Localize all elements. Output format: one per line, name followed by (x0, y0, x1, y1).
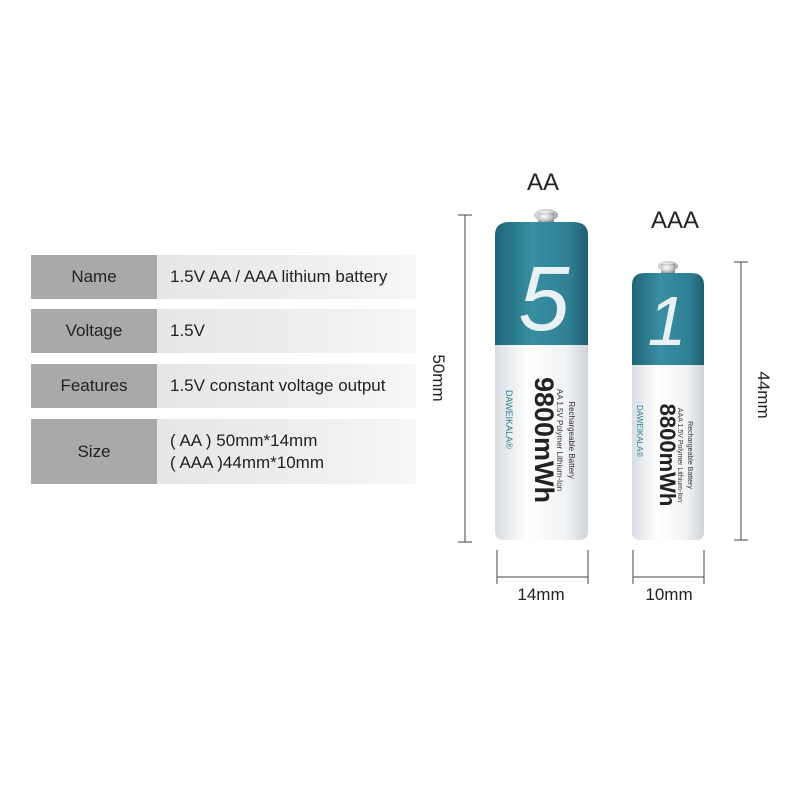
spec-value-line: 1.5V (170, 321, 205, 340)
spec-row-name: Name 1.5V AA / AAA lithium battery (31, 255, 416, 299)
spec-value: 1.5V constant voltage output (157, 364, 416, 408)
aaa-height-dimension (734, 261, 748, 541)
aa-capacity: 9800mWh (529, 377, 559, 503)
aaa-battery-cap-stem (661, 264, 675, 273)
spec-label: Voltage (31, 309, 157, 353)
spec-value: 1.5V (157, 309, 416, 353)
aaa-label-group: 8800mWh DAWEIKALA® AAA 1.5V Polymer Lith… (635, 404, 693, 507)
spec-row-features: Features 1.5V constant voltage output (31, 364, 416, 408)
aa-width-label: 14mm (517, 585, 564, 604)
aa-subtitle: Rechargeable Battery (567, 401, 576, 478)
spec-label: Size (31, 419, 157, 484)
spec-value-line: 1.5V constant voltage output (170, 376, 386, 395)
aaa-battery: 1 8800mWh DAWEIKALA® AAA 1.5V Polymer Li… (632, 207, 704, 540)
aa-width-dimension (496, 550, 589, 584)
aaa-height-label: 44mm (754, 371, 773, 418)
aa-height-label: 50mm (429, 354, 448, 401)
spec-value-line: 1.5V AA / AAA lithium battery (170, 267, 388, 286)
aaa-type-label: AAA (651, 207, 699, 234)
spec-row-size: Size ( AA ) 50mm*14mm ( AAA )44mm*10mm (31, 419, 416, 484)
spec-value: 1.5V AA / AAA lithium battery (157, 255, 416, 299)
aaa-battery-top (632, 273, 704, 365)
spec-value: ( AA ) 50mm*14mm ( AAA )44mm*10mm (157, 419, 416, 484)
spec-value-line: ( AAA )44mm*10mm (170, 452, 324, 472)
aaa-numeral: 1 (648, 282, 687, 360)
aa-type-label: AA (527, 169, 559, 196)
aaa-width-label: 10mm (645, 585, 692, 604)
aa-label-group: 9800mWh DAWEIKALA® AA 1.5V Polymer Lithi… (504, 377, 576, 503)
aa-battery: 5 9800mWh DAWEIKALA® AA 1.5V Polymer Lit… (495, 169, 588, 540)
spec-value-line: ( AA ) 50mm*14mm (170, 430, 318, 450)
aa-brand: DAWEIKALA® (504, 390, 514, 449)
aa-battery-top (495, 222, 588, 345)
aaa-battery-body (632, 355, 704, 540)
aaa-brand: DAWEIKALA® (635, 405, 644, 457)
aa-battery-cap-stem (538, 213, 554, 222)
aaa-spec-line: AAA 1.5V Polymer Lithium-Ion (676, 408, 683, 502)
aa-spec-line: AA 1.5V Polymer Lithium-Ion (555, 389, 564, 491)
aa-numeral: 5 (518, 248, 570, 350)
aaa-capacity: 8800mWh (655, 404, 680, 507)
aa-battery-body (495, 335, 588, 540)
aaa-width-dimension (632, 550, 705, 584)
spec-row-voltage: Voltage 1.5V (31, 309, 416, 353)
aaa-subtitle: Rechargeable Battery (686, 421, 693, 489)
spec-label: Features (31, 364, 157, 408)
aa-height-dimension (458, 214, 472, 543)
spec-label: Name (31, 255, 157, 299)
